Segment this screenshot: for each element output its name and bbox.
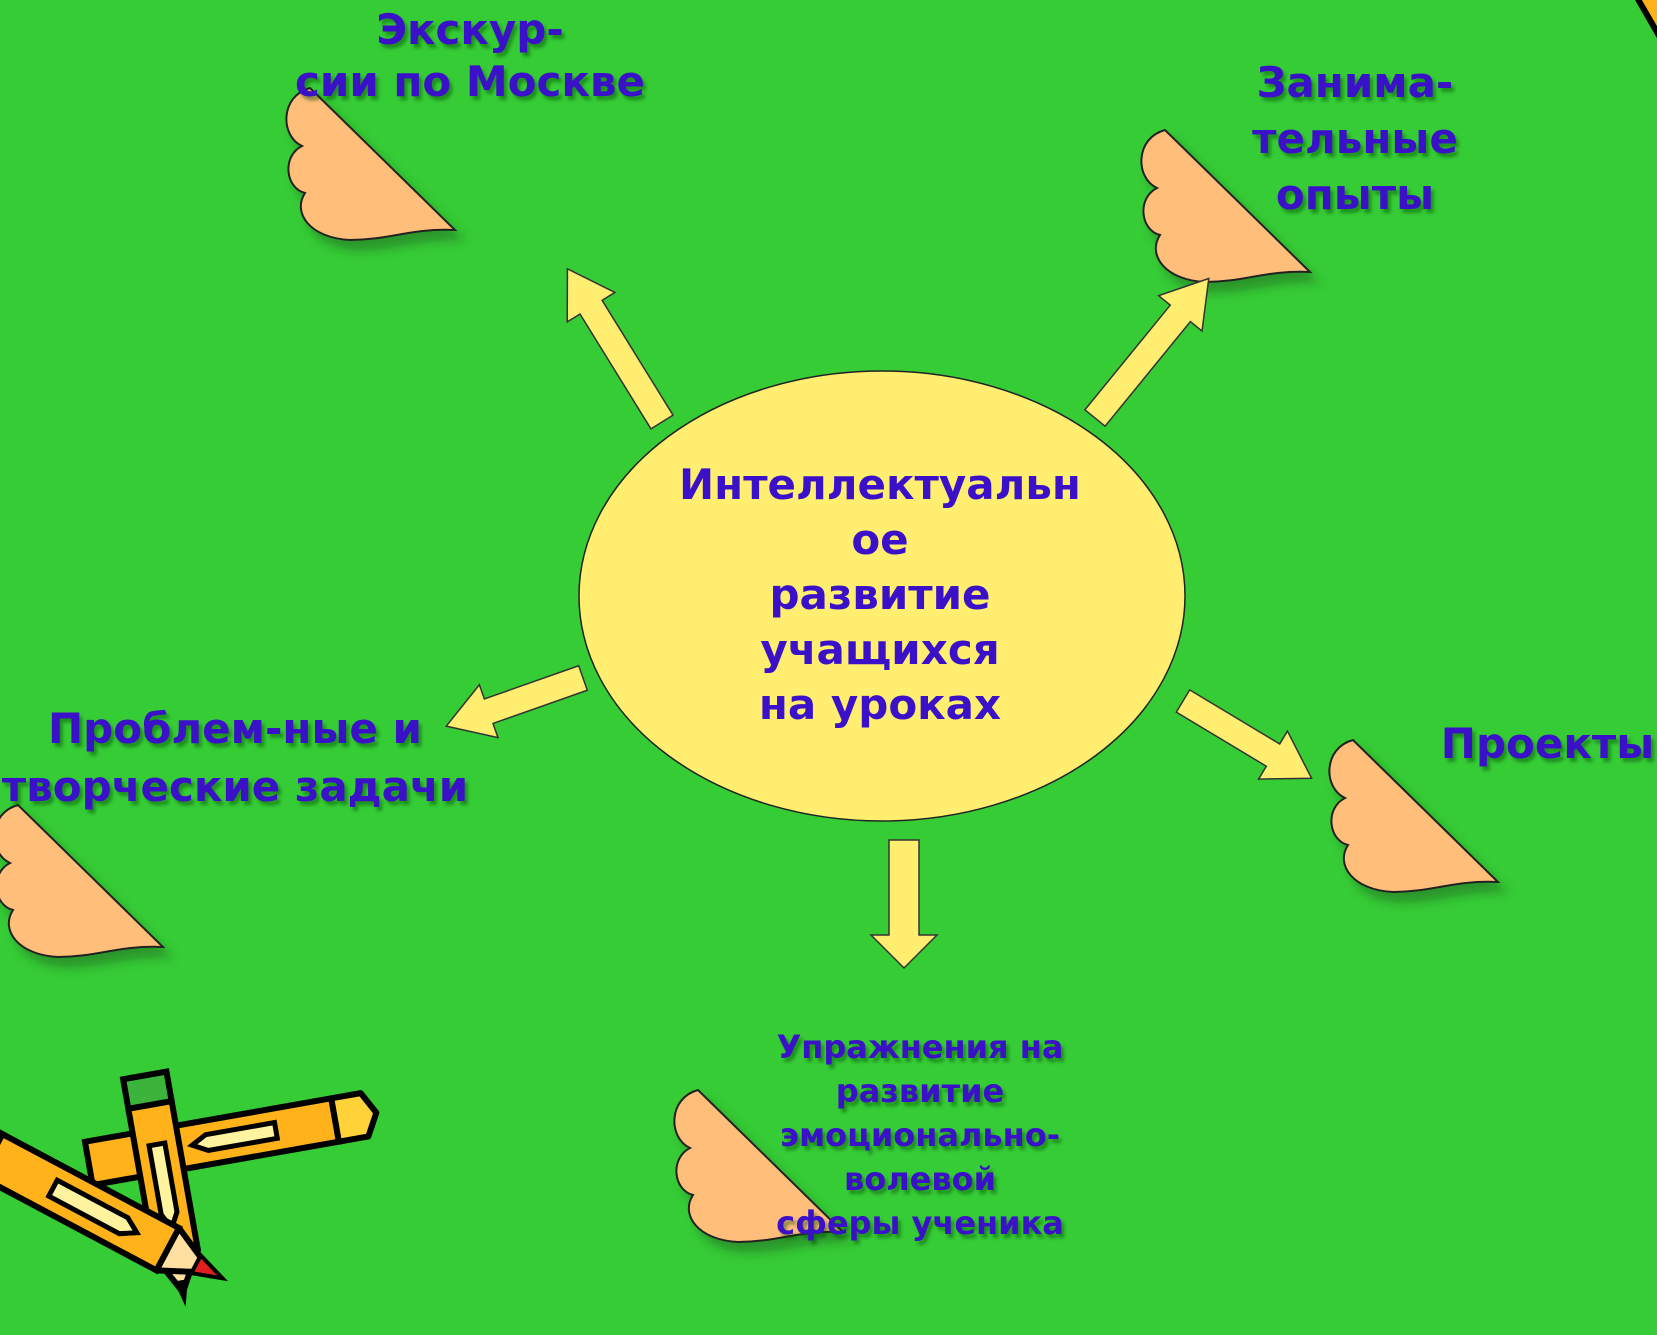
center-line-2: ое: [851, 515, 909, 564]
arrow-to-exercises: [869, 839, 939, 970]
experiments-line-1: Занима-: [1256, 58, 1454, 107]
exercises-line-4: волевой: [843, 1160, 997, 1198]
problems-line-1: Проблем-ные и: [48, 704, 422, 753]
center-line-4: учащихся: [760, 625, 1000, 674]
center-line-5: на уроках: [758, 680, 1002, 729]
cloud-excursions: [285, 87, 456, 241]
corner-pencil-icon: [1628, 0, 1657, 116]
label-problems: Проблем-ные и творческие задачи: [0, 700, 470, 816]
cloud-problems: [0, 804, 165, 958]
projects-line-1: Проекты: [1440, 719, 1655, 768]
exercises-line-3: эмоционально-: [780, 1116, 1060, 1154]
exercises-line-1: Упражнения на: [776, 1028, 1064, 1066]
label-projects: Проекты: [1440, 718, 1655, 770]
excursions-line-1: Экскур-: [376, 5, 564, 54]
label-exercises: Упражнения на развитие эмоционально- вол…: [765, 1025, 1075, 1245]
center-line-1: Интеллектуальн: [679, 460, 1081, 509]
exercises-line-2: развитие: [835, 1072, 1005, 1110]
arrow-to-problems: [444, 664, 589, 739]
center-title: Интеллектуальн ое развитие учащихся на у…: [670, 457, 1090, 732]
label-experiments: Занима- тельные опыты: [1215, 55, 1495, 223]
arrow-to-projects: [1175, 688, 1313, 780]
center-line-3: развитие: [769, 570, 991, 619]
center-ellipse: [578, 370, 1186, 822]
exercises-line-5: сферы ученика: [776, 1204, 1064, 1242]
arrow-to-experiments: [1083, 277, 1210, 428]
crossed-pencils-icon: [0, 1068, 380, 1307]
experiments-line-3: опыты: [1275, 170, 1435, 219]
arrow-to-excursions: [566, 267, 675, 430]
excursions-line-2: сии по Москве: [295, 57, 645, 106]
label-excursions: Экскур- сии по Москве: [270, 4, 670, 108]
problems-line-2: творческие задачи: [1, 762, 469, 811]
experiments-line-2: тельные: [1252, 114, 1458, 163]
